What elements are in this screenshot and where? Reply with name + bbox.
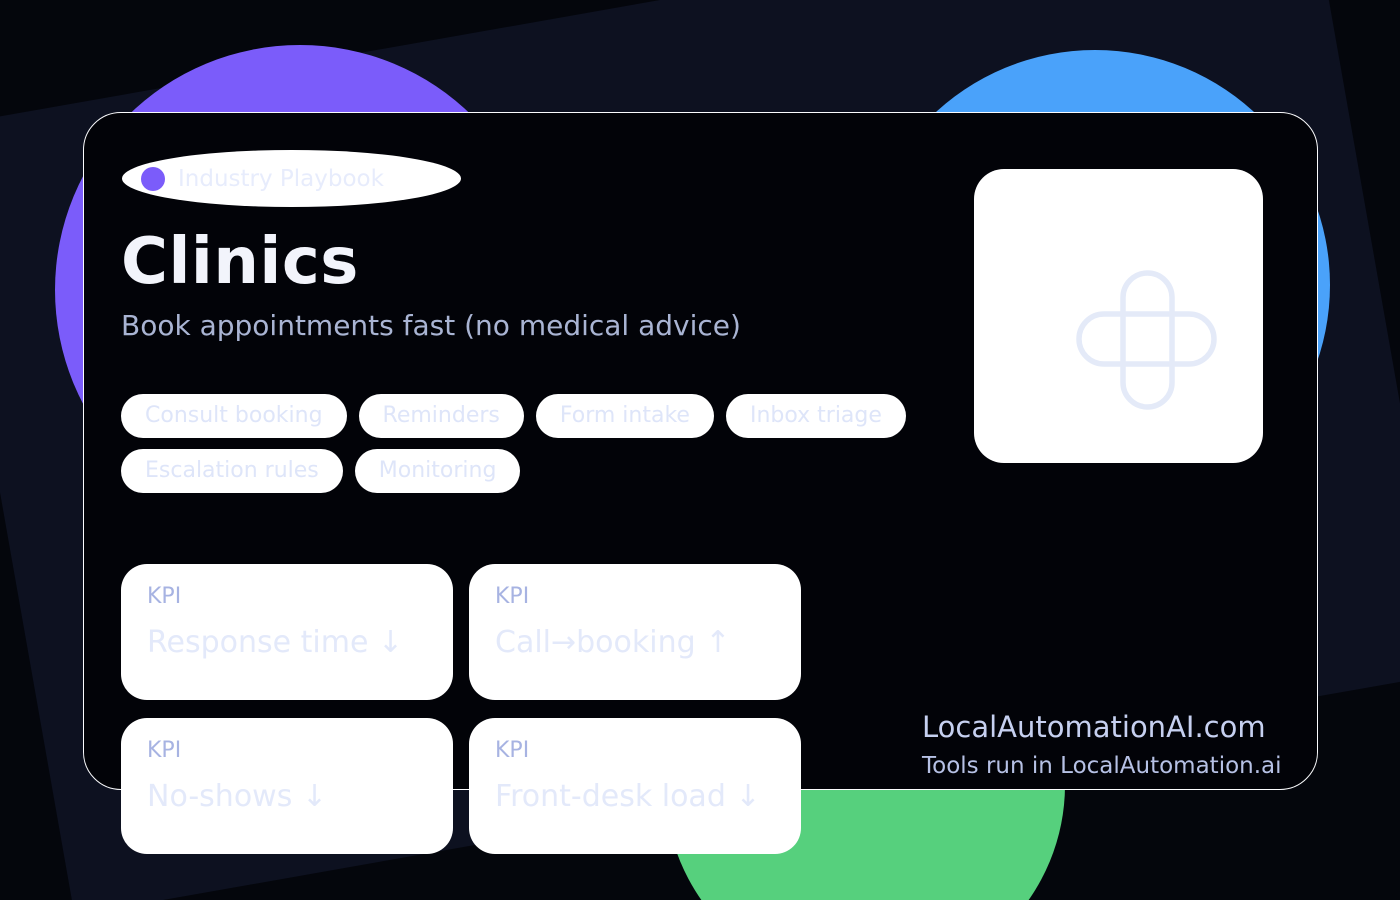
kpi-label: KPI (495, 584, 530, 609)
footer-domain: LocalAutomationAI.com (922, 710, 1266, 744)
badge-dot-icon (141, 166, 165, 191)
hero-icon-card (974, 169, 1263, 463)
playbook-card: Industry Playbook Clinics Book appointme… (83, 112, 1318, 854)
feature-chip: Form intake (535, 394, 714, 438)
kpi-value: Front-desk load ↓ (495, 779, 761, 814)
kpi-grid: KPI Response time ↓ KPI Call→booking ↑ K… (121, 564, 801, 854)
kpi-value: No-shows ↓ (147, 779, 328, 814)
feature-chip: Monitoring (354, 449, 521, 493)
feature-chip-list: Consult booking Reminders Form intake In… (121, 394, 971, 493)
kpi-card: KPI Response time ↓ (121, 564, 453, 700)
kpi-label: KPI (147, 738, 182, 763)
kpi-card: KPI Front-desk load ↓ (469, 718, 801, 854)
footer-tagline: Tools run in LocalAutomation.ai (922, 753, 1282, 779)
page-title: Clinics (121, 225, 359, 299)
badge-label: Industry Playbook (178, 165, 384, 192)
kpi-label: KPI (147, 584, 182, 609)
kpi-card: KPI No-shows ↓ (121, 718, 453, 854)
industry-playbook-badge: Industry Playbook (122, 150, 461, 207)
feature-chip: Escalation rules (121, 449, 343, 493)
kpi-value: Response time ↓ (147, 625, 404, 660)
page-subtitle: Book appointments fast (no medical advic… (121, 309, 741, 342)
kpi-card: KPI Call→booking ↑ (469, 564, 801, 700)
feature-chip: Inbox triage (725, 394, 906, 438)
kpi-label: KPI (495, 738, 530, 763)
feature-chip: Reminders (358, 394, 524, 438)
footer-branding: LocalAutomationAI.com Tools run in Local… (922, 710, 1282, 779)
feature-chip: Consult booking (121, 394, 347, 438)
kpi-value: Call→booking ↑ (495, 625, 731, 660)
medical-cross-icon (1076, 270, 1217, 410)
